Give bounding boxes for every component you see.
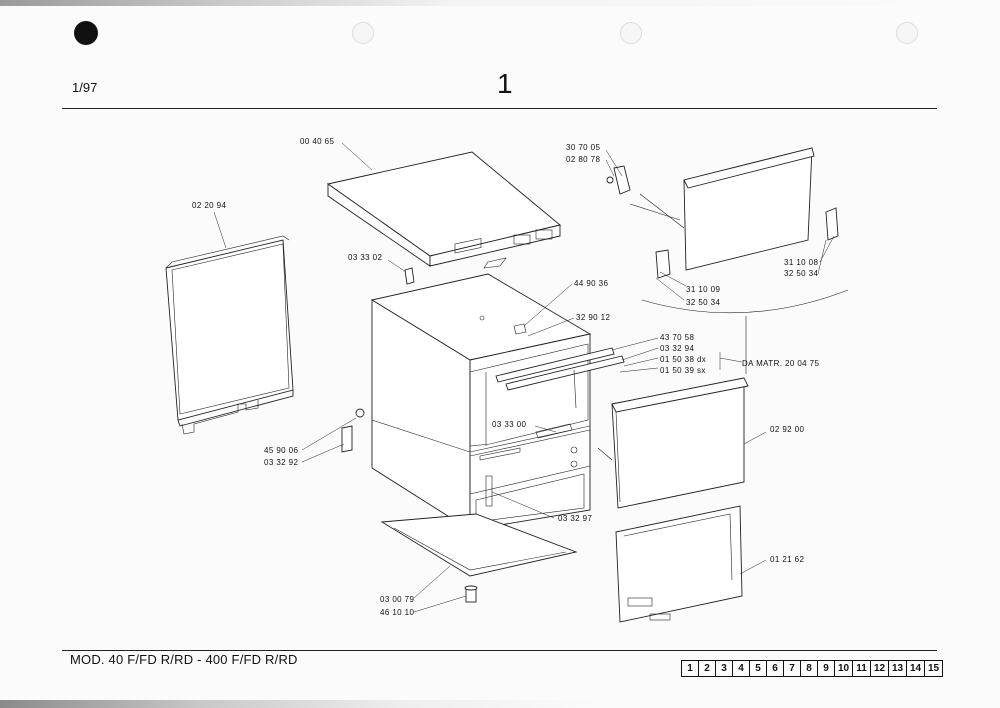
binder-hole-faint	[352, 22, 374, 44]
part-label-033300: 03 33 00	[492, 420, 526, 429]
detail-hinge-drawing	[606, 147, 849, 374]
footer-rule	[62, 650, 937, 651]
page-index-box: 14	[907, 661, 925, 676]
model-designation: MOD. 40 F/FD R/RD - 400 F/FD R/RD	[70, 652, 298, 667]
page-index-box: 15	[927, 663, 940, 674]
part-label-033302: 03 33 02	[348, 253, 382, 262]
part-label-325034b: 32 50 34	[686, 298, 720, 307]
adjustable-foot-drawing	[464, 585, 478, 603]
scan-edge-bottom	[0, 700, 1000, 708]
top-cover-drawing	[326, 151, 561, 269]
page-index-boxes: 1 2 3 4 5 6 7 8 9 10 11 12 13 14 15	[681, 660, 943, 677]
page-index-box: 6	[767, 661, 784, 676]
page-index-box: 13	[889, 661, 907, 676]
oven-body-drawing	[370, 273, 592, 531]
page-number: 1/97	[72, 80, 98, 95]
part-label-311008: 31 10 08	[784, 258, 818, 267]
front-panel-drawing	[597, 377, 749, 509]
binder-hole	[74, 21, 98, 45]
page-index-box: 10	[835, 661, 853, 676]
part-label-004065: 00 40 65	[300, 137, 334, 146]
binder-hole-faint	[896, 22, 918, 44]
part-label-459006: 45 90 06	[264, 446, 298, 455]
page-index-box: 12	[871, 661, 889, 676]
part-label-012162: 01 21 62	[770, 555, 804, 564]
part-label-311009: 31 10 09	[686, 285, 720, 294]
bottom-plate-drawing	[380, 513, 578, 577]
sheet-number: 1	[497, 68, 513, 99]
part-label-030079: 03 00 79	[380, 595, 414, 604]
page-index-box: 9	[818, 661, 835, 676]
part-label-029200: 02 92 00	[770, 425, 804, 434]
part-label-437058: 43 70 58	[660, 333, 694, 342]
page-index-box: 8	[801, 661, 818, 676]
part-label-033294: 03 32 94	[660, 344, 694, 353]
part-labels: 00 40 65 02 20 94 03 33 02 44 90 36 32 9…	[192, 137, 820, 617]
header-rule	[62, 108, 937, 109]
scan-edge-top	[0, 0, 1000, 6]
leader-lines	[213, 142, 835, 613]
page-index-box: 2	[699, 661, 716, 676]
binder-hole-faint	[620, 22, 642, 44]
part-label-033292: 03 32 92	[264, 458, 298, 467]
part-label-307005: 30 70 05	[566, 143, 600, 152]
part-label-461010: 46 10 10	[380, 608, 414, 617]
page-index-box: 11	[853, 661, 871, 676]
page-index-box: 1	[682, 661, 699, 676]
bracket-033302-drawing	[404, 267, 415, 285]
part-label-015039sx: 01 50 39 sx	[660, 366, 706, 375]
part-label-022094: 02 20 94	[192, 201, 226, 210]
oven-rails-drawing	[495, 347, 625, 409]
part-label-325034a: 32 50 34	[784, 269, 818, 278]
part-label-449036: 44 90 36	[574, 279, 608, 288]
page-index-box: 7	[784, 661, 801, 676]
door-drawing	[615, 505, 743, 623]
page-index-box: 5	[750, 661, 767, 676]
part-label-015038dx: 01 50 38 dx	[660, 355, 706, 364]
small-parts-left-drawing	[341, 408, 365, 453]
part-label-329012: 32 90 12	[576, 313, 610, 322]
left-side-panel-drawing	[165, 235, 294, 435]
part-label-matricola: DA MATR. 20 04 75	[742, 359, 820, 368]
page-index-box: 3	[716, 661, 733, 676]
part-label-028078: 02 80 78	[566, 155, 600, 164]
page-index-box: 4	[733, 661, 750, 676]
part-label-033297: 03 32 97	[558, 514, 592, 523]
